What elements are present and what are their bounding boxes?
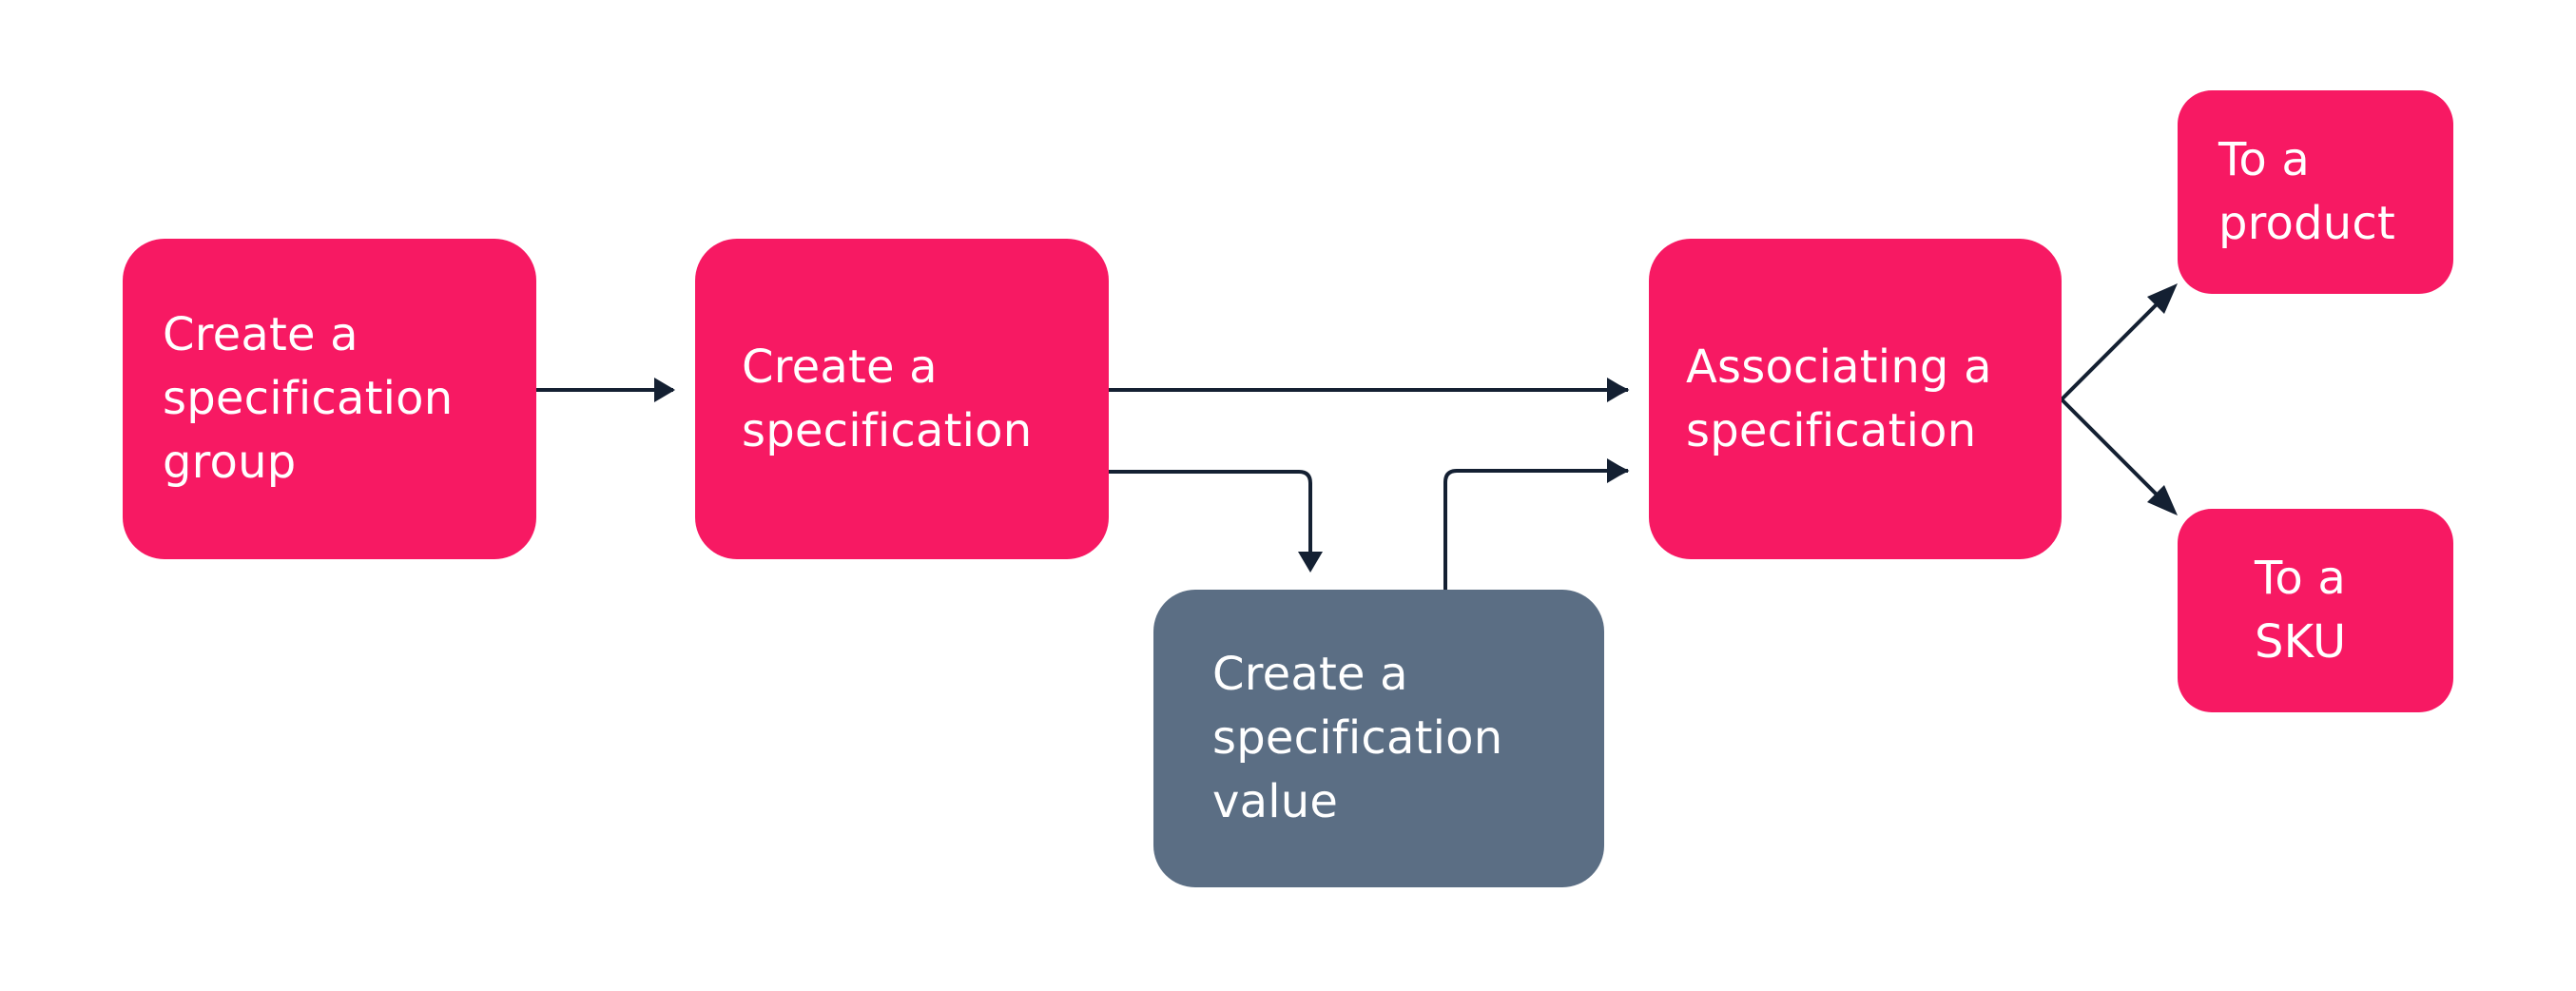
arrowhead-specification-to-associating bbox=[1607, 378, 1628, 402]
node-label: Create a specification value bbox=[1212, 648, 1503, 828]
arrow-value-to-associating bbox=[1443, 466, 1630, 590]
arrow-associating-to-sku bbox=[2060, 398, 2168, 506]
node-label: To a product bbox=[2218, 133, 2396, 250]
node-label: Create a specification bbox=[742, 340, 1033, 457]
node-label: To a SKU bbox=[2255, 552, 2347, 669]
arrow-associating-to-product bbox=[2060, 293, 2168, 401]
node-associating-specification: Associating a specification bbox=[1649, 239, 2062, 559]
arrowhead-specification-to-value bbox=[1298, 552, 1323, 573]
node-to-sku: To a SKU bbox=[2178, 509, 2453, 712]
node-create-specification-value: Create a specification value bbox=[1153, 590, 1604, 887]
arrowhead-value-to-associating bbox=[1607, 458, 1628, 483]
arrow-specification-to-value bbox=[1109, 470, 1315, 571]
node-create-specification: Create a specification bbox=[695, 239, 1109, 559]
arrowhead-group-to-specification bbox=[654, 378, 675, 402]
node-label: Create a specification group bbox=[163, 308, 454, 489]
node-create-specification-group: Create a specification group bbox=[123, 239, 536, 559]
node-label: Associating a specification bbox=[1686, 340, 1992, 457]
arrowhead-associating-to-sku bbox=[2147, 485, 2178, 515]
node-to-product: To a product bbox=[2178, 90, 2453, 294]
arrowhead-associating-to-product bbox=[2147, 283, 2178, 314]
